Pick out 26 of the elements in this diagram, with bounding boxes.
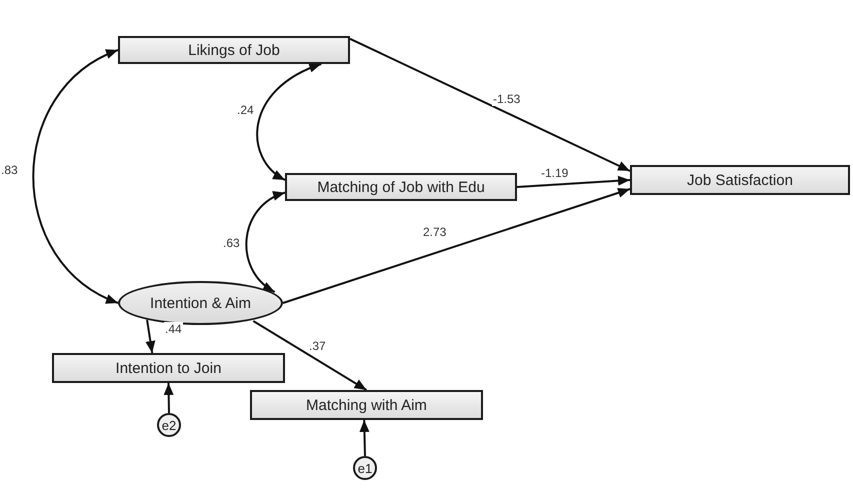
- coefficient-label: 2.73: [422, 225, 448, 239]
- variable-box: Likings of Job: [118, 36, 350, 64]
- coefficient-label: .44: [164, 322, 183, 336]
- coefficient-label: -1.19: [540, 166, 570, 180]
- error-term-circle: e1: [353, 456, 377, 480]
- latent-variable-ellipse: Intention & Aim: [118, 281, 283, 325]
- covariance-arrow: [32, 49, 118, 304]
- path-arrow: [359, 420, 370, 456]
- path-arrow: [516, 176, 630, 188]
- variable-box: Intention to Join: [52, 353, 285, 383]
- path-arrow: [252, 320, 368, 391]
- coefficient-label: -1.53: [492, 92, 522, 106]
- variable-box: Job Satisfaction: [630, 165, 850, 195]
- path-arrow: [350, 38, 630, 172]
- coefficient-label: .37: [308, 339, 327, 353]
- coefficient-label: .83: [0, 163, 19, 177]
- path-arrow: [164, 382, 174, 414]
- coefficient-label: .63: [222, 236, 241, 250]
- coefficient-label: .24: [236, 103, 255, 117]
- path-arrow: [145, 320, 156, 354]
- covariance-arrow: [256, 63, 322, 181]
- error-term-circle: e2: [157, 413, 181, 437]
- covariance-arrow: [246, 192, 286, 293]
- variable-box: Matching with Aim: [250, 390, 483, 420]
- variable-box: Matching of Job with Edu: [285, 173, 517, 201]
- path-arrow: [282, 188, 630, 304]
